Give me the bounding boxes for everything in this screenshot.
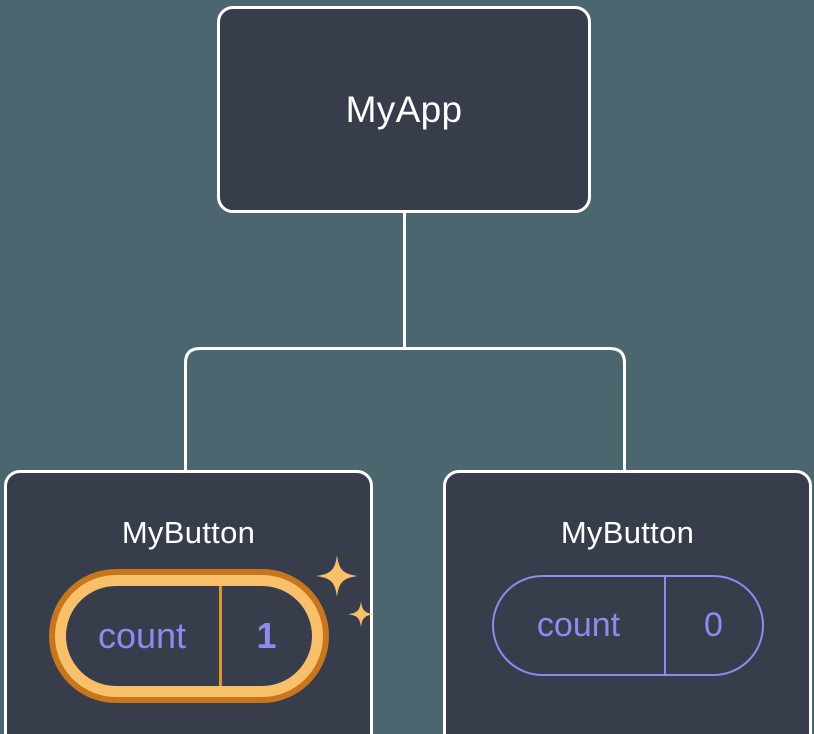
node-myapp-title: MyApp: [345, 88, 463, 130]
node-mybutton-2-title: MyButton: [560, 515, 695, 550]
state-value-2: 0: [704, 606, 723, 644]
state-pill-2[interactable]: count 0: [491, 575, 764, 676]
state-value-1: 1: [256, 615, 277, 656]
state-pill-wrapper-1: count 1: [54, 555, 374, 697]
state-pill-1[interactable]: count 1: [54, 575, 323, 697]
state-key-2: count: [494, 577, 666, 674]
state-pill-wrapper-2: count 0: [491, 575, 764, 676]
node-mybutton-1[interactable]: MyButton count 1: [4, 470, 374, 734]
state-key-1: count: [66, 586, 222, 686]
node-mybutton-2[interactable]: MyButton count 0: [443, 470, 812, 734]
connector-branch-bar: [184, 347, 626, 472]
sparkle-icon: [315, 555, 374, 628]
node-mybutton-1-title: MyButton: [121, 515, 256, 550]
node-myapp[interactable]: MyApp: [217, 6, 591, 213]
